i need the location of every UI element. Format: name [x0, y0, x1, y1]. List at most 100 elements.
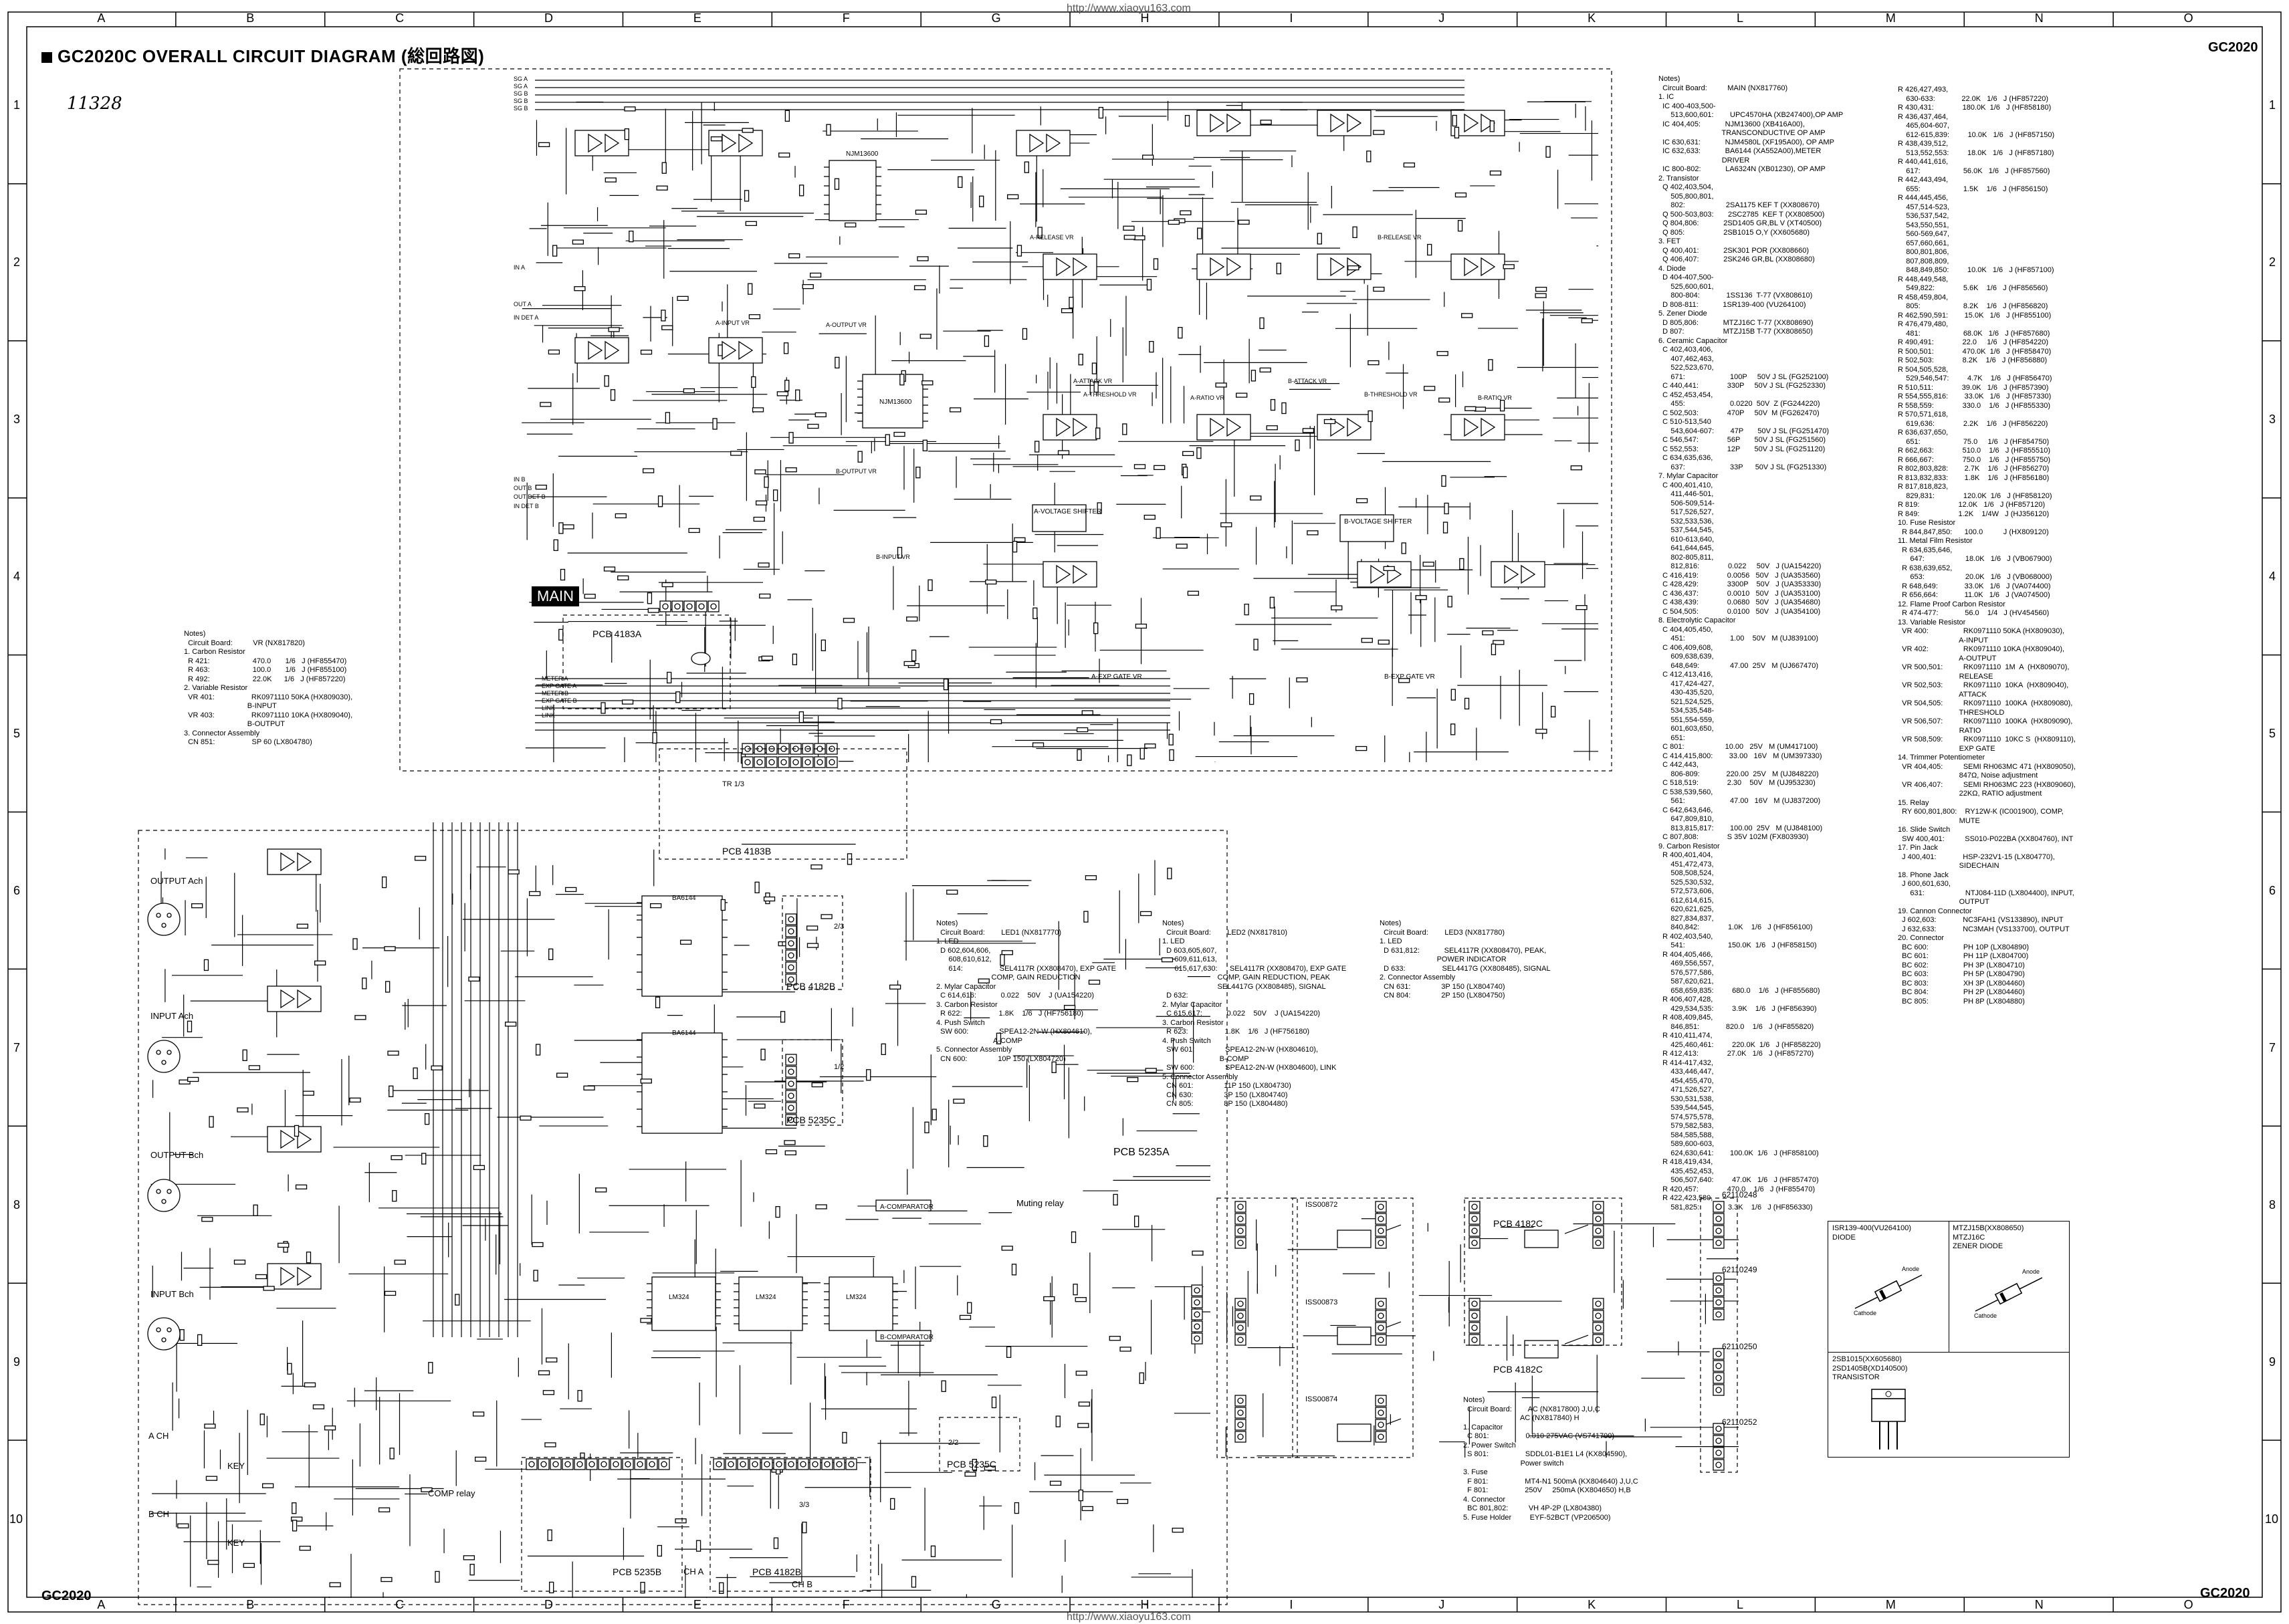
title-bullet-icon	[41, 52, 52, 64]
switch-3of3-label: 3/3	[799, 1501, 810, 1509]
notes-led2-board: Notes) Circuit Board: LED2 (NX817810) 1.…	[1162, 919, 1347, 1108]
row-label: 6	[13, 883, 21, 897]
conn-iss00872-label: ISS00872	[1305, 1201, 1338, 1209]
comp-relay-label: COMP relay	[428, 1488, 475, 1498]
notes-main-board-part2: R 426,427,493, 630-633: 22.0K 1/6 J (HF8…	[1898, 86, 2076, 1006]
column-label: O	[2183, 1598, 2193, 1611]
signal-line-label: IN DET A	[514, 314, 539, 321]
b-threshold-label: B-THRESHOLD VR	[1364, 391, 1418, 398]
column-label: D	[544, 11, 554, 25]
switch-2of3-label: 2/3	[834, 923, 845, 931]
column-label: N	[2034, 11, 2044, 25]
column-label: C	[395, 11, 405, 25]
b-exp-gate-label: B-EXP GATE VR	[1384, 673, 1435, 681]
muting-relay-label: Muting relay	[1016, 1198, 1064, 1208]
row-label: 4	[2269, 570, 2276, 584]
b-voltage-shifter-label: B-VOLTAGE SHIFTER	[1344, 518, 1412, 526]
key-a-label: KEY	[227, 1461, 245, 1471]
b-release-label: B-RELEASE VR	[1378, 234, 1422, 241]
a-voltage-shifter-label: A-VOLTAGE SHIFTER	[1034, 508, 1102, 515]
column-label: B	[246, 11, 255, 25]
column-label: M	[1885, 11, 1896, 25]
row-label: 7	[13, 1040, 21, 1054]
signal-line-label: OUT DET B	[514, 493, 546, 500]
row-label: 3	[2269, 413, 2276, 427]
signal-line-label: METER B	[542, 690, 569, 697]
signal-line-label: EXP GATE B	[542, 697, 577, 704]
a-ratio-label: A-RATIO VR	[1190, 394, 1224, 401]
row-label: 2	[2269, 255, 2276, 269]
row-label: 9	[2269, 1355, 2276, 1369]
component-legend-box: ISR139-400(VU264100) DIODE Anode Cathode…	[1828, 1221, 2070, 1458]
b-output-label: B-OUTPUT VR	[836, 468, 877, 475]
ch-b-label: CH B	[792, 1579, 813, 1589]
signal-line-label: LINK	[542, 712, 556, 719]
diode-package-icon	[1854, 1274, 1923, 1309]
signal-line-label: IN A	[514, 264, 526, 271]
signal-line-label: LINK	[542, 705, 556, 711]
zener-package-icon	[1975, 1277, 2043, 1312]
transistor-legend: 2SB1015(XX605680) 2SD1405B(XD140500) TRA…	[1828, 1353, 2069, 1457]
signal-line-label: SG B	[514, 98, 528, 104]
notes-led1-board: Notes) Circuit Board: LED1 (NX817770) 1.…	[936, 919, 1117, 1063]
diode-anode-label: Anode	[1902, 1266, 1920, 1272]
transistor-legend-title: 2SB1015(XX605680) 2SD1405B(XD140500) TRA…	[1832, 1355, 1908, 1381]
column-label: K	[1588, 1598, 1596, 1611]
page-title: GC2020C OVERALL CIRCUIT DIAGRAM (総回路図)	[41, 43, 484, 68]
signal-line-label: SG A	[514, 83, 528, 90]
page-title-text: GC2020C OVERALL CIRCUIT DIAGRAM (総回路図)	[58, 46, 485, 66]
output-ach-label: OUTPUT Ach	[150, 876, 203, 886]
column-label: A	[97, 1598, 106, 1611]
diode-cathode-label: Cathode	[1854, 1310, 1877, 1316]
source-url-bottom: http://www.xiaoyu163.com	[1067, 1611, 1191, 1623]
switch-2of2-label: 2/2	[948, 1439, 959, 1447]
row-label: 9	[13, 1355, 21, 1369]
column-label: J	[1438, 11, 1445, 25]
signal-line-label: SG A	[514, 76, 528, 82]
column-label: G	[991, 11, 1001, 25]
row-label: 2	[13, 255, 21, 269]
column-label: L	[1736, 1598, 1743, 1611]
pcb-4182b-label: PCB 4182B	[786, 981, 836, 992]
a-release-label: A-RELEASE VR	[1030, 234, 1074, 241]
signal-line-label: SG B	[514, 105, 528, 112]
signal-line-label: IN DET B	[514, 503, 539, 509]
a-comparator-label: A-COMPARATOR	[880, 1203, 934, 1211]
b-ch-label: B CH	[148, 1509, 170, 1519]
lm324-2-label: LM324	[756, 1294, 776, 1301]
column-label: E	[693, 11, 701, 25]
notes-ac-board: Notes) Circuit Board: AC (NX817800) J,U,…	[1463, 1396, 1638, 1522]
pcb-5235a-label: PCB 5235A	[1113, 1147, 1170, 1158]
njm13600-a-label: NJM13600	[846, 150, 879, 158]
row-label: 3	[13, 413, 21, 427]
key-b-label: KEY	[227, 1538, 245, 1548]
signal-line-label: SG B	[514, 90, 528, 97]
pcb-5235c-label-bottom: PCB 5235C	[947, 1459, 996, 1470]
column-label: H	[1140, 11, 1150, 25]
model-bottom-right: GC2020	[2200, 1586, 2250, 1601]
ba6144-1-label: BA6144	[672, 895, 696, 902]
pcb-4183b-label: PCB 4183B	[722, 846, 772, 856]
column-label: I	[1289, 1598, 1293, 1611]
zener-cathode-label: Cathode	[1974, 1312, 1997, 1319]
lm324-1-label: LM324	[669, 1294, 689, 1301]
row-label: 5	[2269, 727, 2276, 741]
column-label: M	[1885, 1598, 1896, 1611]
diode-legend-title: ISR139-400(VU264100) DIODE	[1832, 1224, 1912, 1242]
model-bottom-left: GC2020	[41, 1589, 92, 1603]
row-label: 5	[13, 727, 21, 741]
pcb-5235c-label: PCB 5235C	[786, 1115, 836, 1125]
conn-62110250-label: 62110250	[1722, 1342, 1757, 1351]
ba6144-2-label: BA6144	[672, 1030, 696, 1037]
zener-legend: MTZJ15B(XX808650) MTZJ16C ZENER DIODE An…	[1949, 1222, 2069, 1353]
notes-led3-board: Notes) Circuit Board: LED3 (NX817780) 1.…	[1380, 919, 1551, 1000]
switch-1of2-label: 1/2	[834, 1063, 845, 1071]
a-ch-label: A CH	[148, 1431, 169, 1441]
zener-legend-title: MTZJ15B(XX808650) MTZJ16C ZENER DIODE	[1953, 1224, 2024, 1250]
pcb-5235b-label: PCB 5235B	[613, 1567, 662, 1577]
signal-line-label: IN B	[514, 476, 526, 483]
b-attack-label: B-ATTACK VR	[1288, 378, 1327, 384]
column-label: L	[1736, 11, 1743, 25]
row-label: 4	[13, 570, 21, 584]
